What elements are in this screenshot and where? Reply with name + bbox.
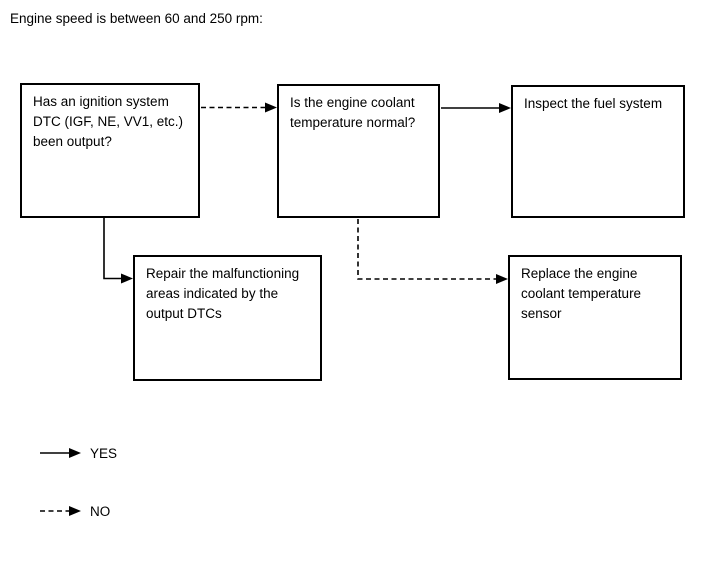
- box-text: Has an ignition system DTC (IGF, NE, VV1…: [33, 94, 184, 149]
- connector-dtc-no-to-coolant: [201, 102, 277, 113]
- box-replace-coolant-sensor: Replace the engine coolant temperature s…: [508, 255, 682, 380]
- legend-no-label: NO: [90, 504, 111, 519]
- box-text: Replace the engine coolant temperature s…: [521, 266, 642, 321]
- connector-coolant-yes-to-inspect-fuel: [441, 103, 511, 113]
- condition-heading: Engine speed is between 60 and 250 rpm:: [10, 11, 263, 26]
- connector-coolant-no-to-replace-sensor: [357, 219, 508, 284]
- legend-no-arrow-icon: [40, 506, 81, 516]
- box-ignition-dtc-question: Has an ignition system DTC (IGF, NE, VV1…: [20, 83, 200, 218]
- box-coolant-temp-question: Is the engine coolant temperature normal…: [277, 84, 440, 218]
- legend-yes-arrow-icon: [40, 448, 81, 458]
- box-text: Inspect the fuel system: [524, 96, 663, 111]
- box-text: Repair the malfunctioning areas indicate…: [146, 266, 300, 321]
- box-inspect-fuel-system: Inspect the fuel system: [511, 85, 685, 218]
- box-text: Is the engine coolant temperature normal…: [290, 95, 416, 130]
- box-repair-malfunctioning-areas: Repair the malfunctioning areas indicate…: [133, 255, 322, 381]
- legend-yes-label: YES: [90, 446, 118, 461]
- connector-dtc-yes-to-repair: [103, 218, 133, 284]
